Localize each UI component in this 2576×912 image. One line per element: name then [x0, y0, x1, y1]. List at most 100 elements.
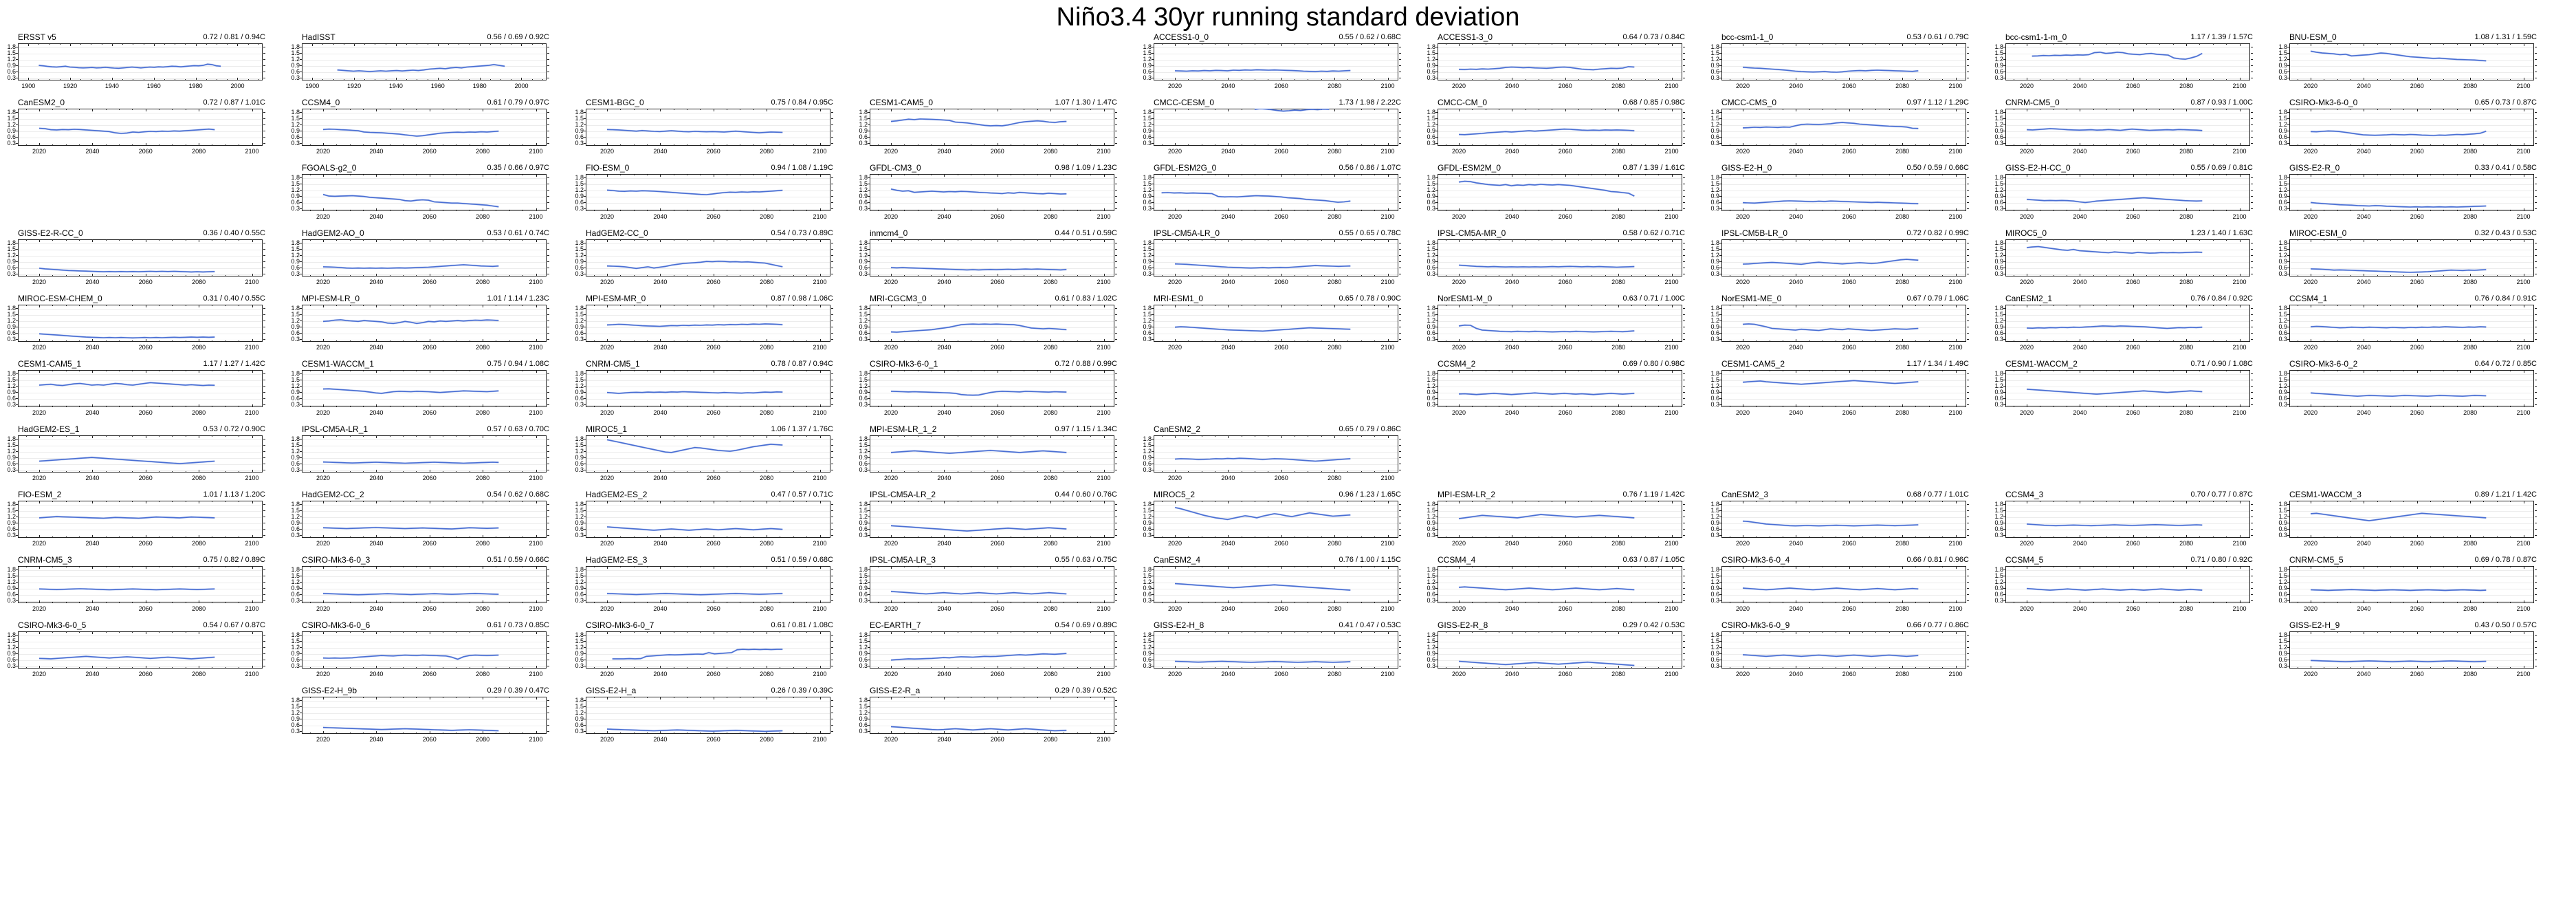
y-tick-label: 0.3	[2278, 74, 2287, 81]
y-tick-right	[547, 208, 549, 209]
x-tick-label: 2100	[245, 279, 259, 285]
x-tick-minor	[1889, 109, 1890, 110]
y-tick-right	[263, 444, 265, 446]
panel-stats: 0.87 / 0.98 / 1.06C	[771, 294, 833, 303]
y-tick-right	[831, 600, 833, 601]
x-tick-label: 2100	[2232, 83, 2247, 89]
y-tick-right	[2251, 398, 2253, 399]
series-line	[1458, 391, 1635, 396]
y-tick-right	[547, 58, 549, 60]
y-tick-label: 0.3	[1427, 335, 1435, 343]
x-tick-label: 2060	[138, 409, 153, 416]
x-tick-minor	[2106, 109, 2108, 110]
x-tick-label: 2040	[85, 409, 100, 416]
x-tick-label: 2020	[599, 540, 614, 547]
x-tick-label: 2020	[2303, 409, 2318, 416]
x-tick	[1458, 109, 1460, 111]
y-tick-right	[1683, 391, 1685, 393]
y-tick-right	[1115, 338, 1117, 340]
gridline	[1154, 131, 1398, 132]
x-tick-label: 2020	[2019, 344, 2034, 351]
panel-title: bcc-csm1-1-m_0	[2005, 32, 2067, 42]
x-tick-minor	[1161, 43, 1163, 45]
x-tick-label: 2040	[937, 279, 951, 285]
panel-title: bcc-csm1-1_0	[1721, 32, 1774, 42]
y-tick-right	[831, 373, 833, 374]
y-tick-right	[1683, 534, 1685, 536]
panel-stats: 0.35 / 0.66 / 0.97C	[487, 164, 549, 172]
